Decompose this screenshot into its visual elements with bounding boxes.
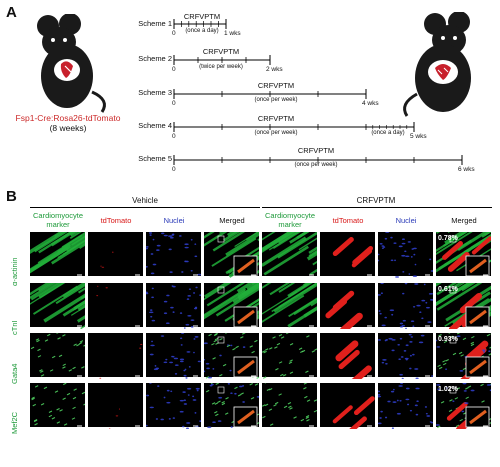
scheme-3-frequency: (once per week) — [254, 97, 298, 103]
micrograph-tile — [320, 383, 375, 429]
micrograph-tile — [204, 283, 259, 328]
col-head-nuclei-treated: Nuclei — [395, 216, 417, 225]
micrograph-tile — [146, 383, 201, 429]
scheme-2-name: Scheme 2 — [138, 54, 172, 63]
col-head-nuclei-vehicle: Nuclei — [163, 216, 185, 225]
scheme-5-start: 0 — [172, 166, 176, 173]
micrograph-tile — [146, 232, 201, 276]
scheme-1-name: Scheme 1 — [138, 19, 172, 28]
row-label-gata4: Gata4 — [10, 363, 19, 384]
col-head-merged-treated: Merged — [451, 216, 477, 225]
mouse-left-illustration — [37, 14, 106, 113]
micrograph-tile: 0.93% — [436, 333, 491, 379]
micrograph-tile — [204, 232, 259, 278]
scheme-2-end: 2 wks — [266, 66, 283, 73]
scheme-1-timeline — [173, 19, 227, 29]
micrograph-tile — [146, 283, 201, 329]
micrograph-tile — [204, 333, 259, 379]
scheme-1-frequency: (once a day) — [185, 28, 219, 34]
col-marker-line2: marker — [278, 220, 302, 229]
scheme-5-timeline — [173, 155, 463, 165]
scheme-4-drug: CRFVPTM — [257, 114, 295, 123]
micrograph-tile — [88, 232, 143, 276]
micrograph-tile — [262, 333, 317, 379]
col-marker-line1: Cardiomyocyte — [264, 211, 316, 220]
scheme-2-start: 0 — [172, 66, 176, 73]
scheme-3-start: 0 — [172, 100, 176, 107]
col-head-tdtomato-vehicle: tdTomato — [100, 216, 132, 225]
row-label-mef2c: Mef2C — [10, 411, 19, 434]
micrograph-tile — [30, 333, 85, 377]
col-head-merged-vehicle: Merged — [219, 216, 245, 225]
scheme-4-start: 0 — [172, 133, 176, 140]
micrograph-tile — [320, 333, 375, 379]
micrograph-tile — [30, 232, 85, 276]
scheme-3-drug: CRFVPTM — [257, 81, 295, 90]
micrograph-tile — [88, 333, 143, 379]
panel-b-letter: B — [6, 188, 17, 205]
scheme-2-timeline — [173, 55, 271, 65]
mouse-right-illustration — [403, 12, 471, 117]
scheme-1-end: 1 wks — [224, 30, 241, 37]
col-head-tdtomato-treated: tdTomato — [332, 216, 364, 225]
mouse-strain-label: Fsp1-Cre:Rosa26-tdTomato — [15, 113, 121, 123]
scheme-5-frequency: (once per week) — [294, 162, 338, 168]
micrograph-tile — [262, 283, 317, 328]
micrograph-tile — [378, 232, 433, 278]
scheme-4-name: Scheme 4 — [138, 121, 172, 130]
micrograph-tile: 0.78% — [436, 232, 491, 277]
scheme-1-start: 0 — [172, 30, 176, 37]
cell-percent-label: 0.93% — [438, 336, 459, 343]
scheme-3-timeline — [173, 89, 367, 99]
cell-percent-label: 0.78% — [438, 235, 459, 242]
micrograph-tile — [320, 283, 375, 329]
cell-percent-label: 0.61% — [438, 286, 459, 293]
scheme-5-drug: CRFVPTM — [297, 146, 335, 155]
scheme-1-drug: CRFVPTM — [183, 12, 221, 21]
scheme-5-name: Scheme 5 — [138, 154, 172, 163]
scheme-4-end: 5 wks — [410, 133, 427, 140]
col-marker-line1: Cardiomyocyte — [32, 211, 84, 220]
mouse-age-label: (8 weeks) — [49, 123, 87, 133]
micrograph-tile — [262, 383, 317, 427]
micrograph-tile — [88, 283, 143, 327]
scheme-5-end: 6 wks — [458, 166, 475, 173]
row-label-actinin: α-actinin — [10, 257, 19, 286]
scheme-2-frequency: (twice per week) — [199, 64, 243, 70]
scheme-3-end: 4 wks — [362, 100, 379, 107]
micrograph-tile — [262, 232, 317, 276]
cell-percent-label: 1.02% — [438, 386, 459, 393]
group-treated-rule — [262, 207, 492, 208]
micrograph-tile: 0.61% — [436, 283, 491, 329]
scheme-4-frequency-2: (once a day) — [371, 130, 405, 136]
col-marker-line2: marker — [46, 220, 70, 229]
micrograph-tile — [204, 383, 259, 429]
row-label-ctni: cTnI — [10, 320, 19, 335]
micrograph-tile — [146, 333, 201, 379]
micrograph-tile — [378, 283, 433, 329]
micrograph-tile — [88, 383, 143, 429]
group-vehicle-title: Vehicle — [132, 196, 158, 205]
micrograph-tile — [378, 333, 433, 379]
micrograph-tile — [30, 283, 85, 329]
scheme-4-timeline — [173, 122, 415, 132]
micrograph-tile: 1.02% — [436, 383, 491, 429]
micrograph-tile — [320, 232, 375, 276]
scheme-2-drug: CRFVPTM — [202, 47, 240, 56]
scheme-4-frequency: (once per week) — [254, 130, 298, 136]
scheme-3-name: Scheme 3 — [138, 88, 172, 97]
micrograph-tile — [30, 383, 85, 427]
micrograph-tile — [378, 383, 433, 429]
group-treated-title: CRFVPTM — [356, 196, 396, 205]
panel-a-letter: A — [6, 4, 17, 21]
group-vehicle-rule — [30, 207, 260, 208]
